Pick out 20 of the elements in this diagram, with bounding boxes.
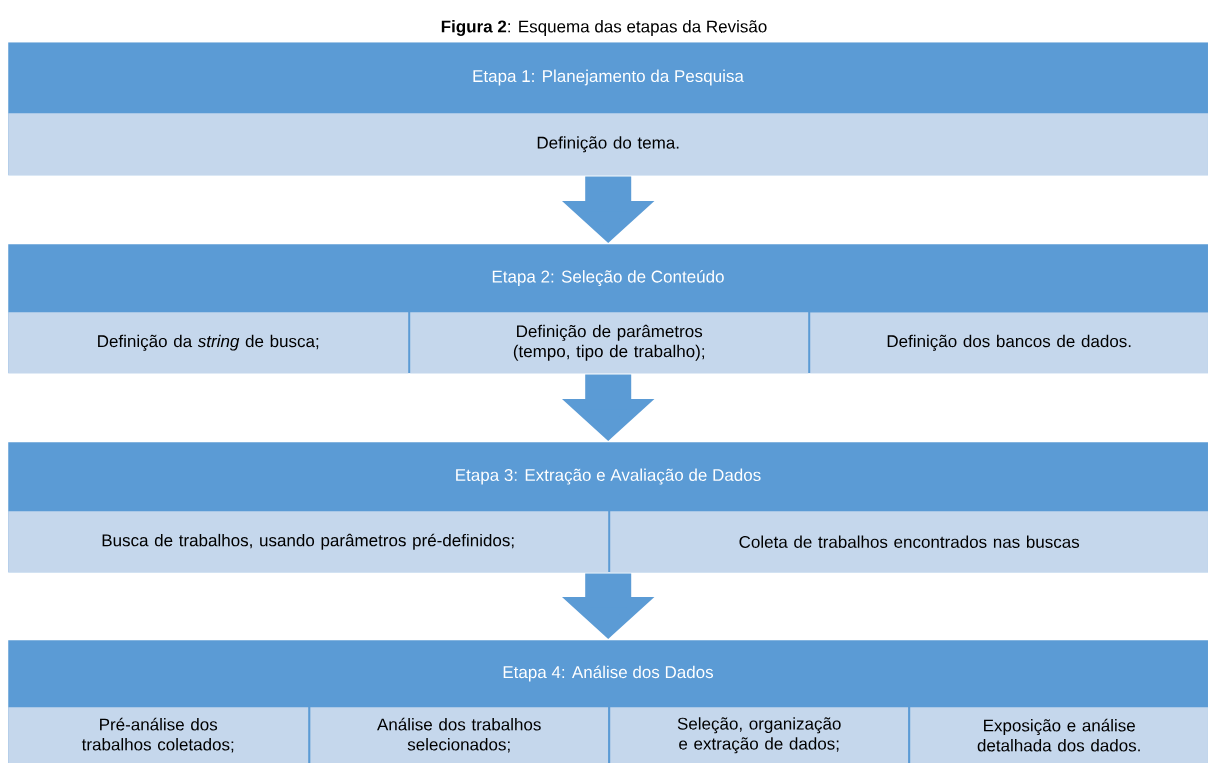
- step-box: Definição de parâmetros (tempo, tipo de trabalho);: [410, 312, 809, 374]
- step-box: Exposição e análise detalhada dos dados.: [910, 707, 1208, 763]
- figure-title: Figura 2: Esquema das etapas da Revisão: [441, 20, 767, 36]
- step-box: Definição dos bancos de dados.: [810, 312, 1208, 374]
- step-box: Busca de trabalhos, usando parâmetros pré-definidos;: [8, 511, 609, 573]
- step-box: Definição do tema.: [8, 113, 1208, 176]
- step-box: Pré-análise dos trabalhos coletados;: [8, 707, 309, 763]
- node-label: Exposição e análise detalhada dos dados.: [977, 718, 1140, 752]
- node-label: Definição dos bancos de dados.: [887, 334, 1131, 351]
- node-label: Seleção, organização e extração de dados;: [677, 717, 841, 754]
- node-label: Análise dos trabalhos selecionados;: [377, 717, 541, 753]
- node-label: Busca de trabalhos, usando parâmetros pré-definidos;: [102, 533, 514, 550]
- node-label: Pré-análise dos trabalhos coletados;: [81, 717, 234, 753]
- node-label: Coleta de trabalhos encontrados nas buscas: [739, 535, 1080, 548]
- step-box: Seleção, organização e extração de dados;: [610, 707, 909, 763]
- step-box: Coleta de trabalhos encontrados nas buscas: [610, 511, 1208, 573]
- node-label: Definição de parâmetros (tempo, tipo de trabalho);: [513, 324, 705, 361]
- node-label: Definição da string de busca;: [98, 334, 319, 351]
- step-box: Análise dos trabalhos selecionados;: [310, 707, 609, 763]
- step-box: Definição da string de busca;: [8, 312, 409, 374]
